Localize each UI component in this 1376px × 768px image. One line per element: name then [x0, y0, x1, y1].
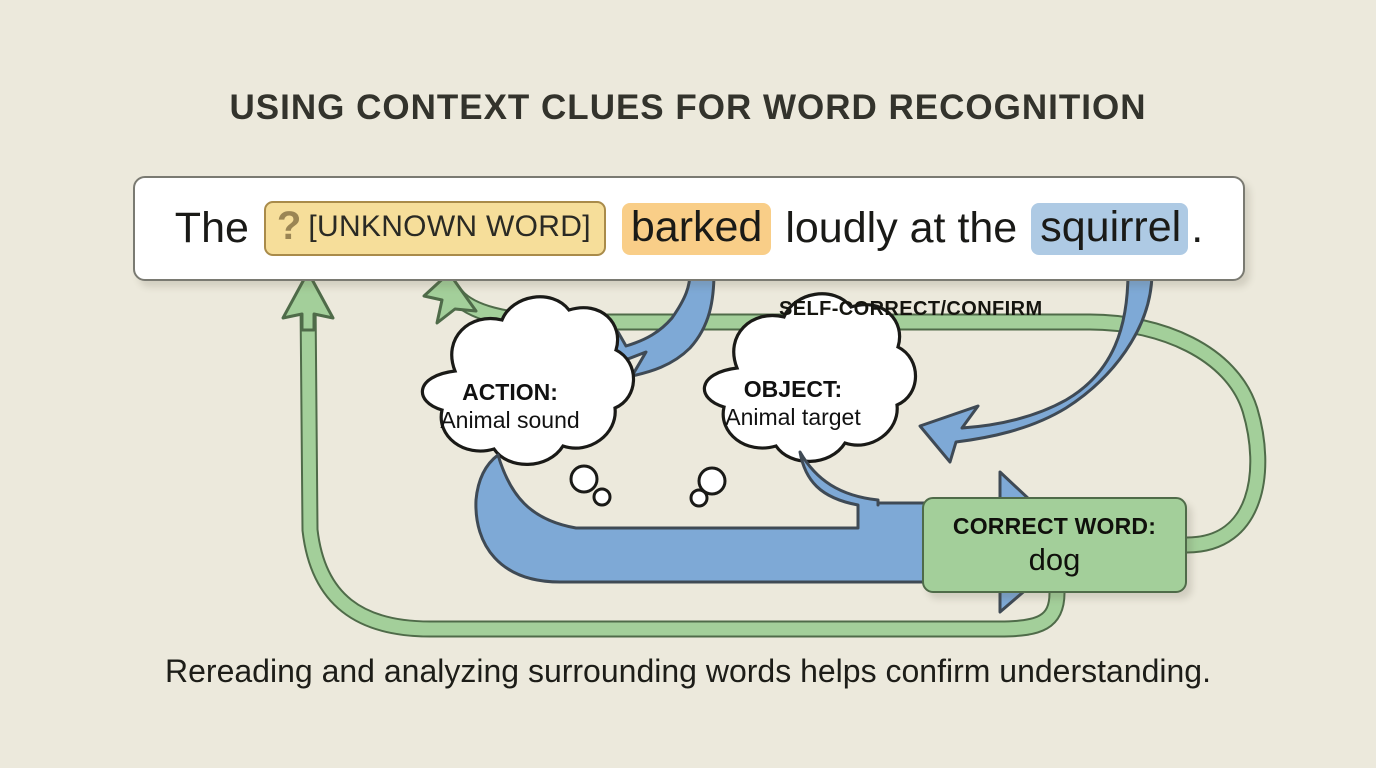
unknown-word-label: [UNKNOWN WORD]	[308, 210, 591, 243]
example-sentence-box: The ? [UNKNOWN WORD] barked loudly at th…	[133, 176, 1245, 281]
correct-word-value: dog	[1028, 541, 1081, 577]
unknown-word-chip[interactable]: ? [UNKNOWN WORD]	[263, 201, 606, 256]
bubble-action-subtitle: Animal sound	[440, 407, 580, 434]
bubble-object-title: OBJECT:	[743, 376, 843, 402]
bubble-action-title: ACTION:	[462, 379, 558, 405]
sentence-lead-word: The	[174, 204, 249, 252]
sentence-terminator: .	[1191, 204, 1204, 252]
sentence-middle-words: loudly at the	[785, 204, 1018, 252]
thought-bubble-object	[703, 292, 918, 463]
thought-bubble-dots	[569, 464, 727, 508]
page-title: USING CONTEXT CLUES FOR WORD RECOGNITION	[229, 88, 1147, 127]
thought-bubble-action	[421, 295, 636, 466]
question-mark-icon: ?	[276, 204, 302, 248]
bubble-object-content: OBJECT: Animal target	[687, 375, 899, 431]
correct-word-card[interactable]: CORRECT WORD: dog	[922, 497, 1187, 593]
correct-word-title: CORRECT WORD:	[952, 512, 1157, 539]
self-correct-label: SELF-CORRECT/CONFIRM	[779, 298, 1043, 320]
object-word-highlight[interactable]: squirrel	[1031, 202, 1189, 255]
green-feedback-loop-right	[478, 313, 1267, 554]
blue-arrow-squirrel-to-object	[918, 270, 1154, 464]
green-feedback-loop-left	[281, 270, 1066, 638]
example-sentence: The ? [UNKNOWN WORD] barked loudly at th…	[174, 201, 1204, 256]
blue-arrow-barked-to-action	[592, 270, 716, 378]
bubble-object-subtitle: Animal target	[725, 404, 861, 431]
action-word-highlight[interactable]: barked	[621, 202, 772, 255]
summary-caption: Rereading and analyzing surrounding word…	[165, 653, 1211, 689]
bubble-action-content: ACTION: Animal sound	[404, 378, 616, 434]
